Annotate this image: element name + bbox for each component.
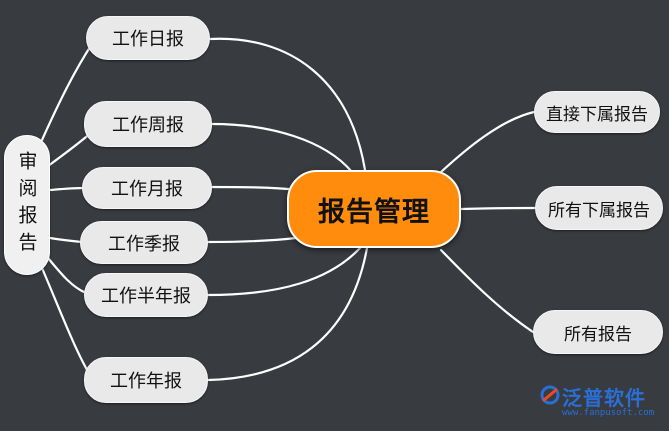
node-all-subordinate-reports[interactable]: 所有下属报告: [535, 186, 663, 230]
node-all-reports[interactable]: 所有报告: [533, 310, 663, 354]
link-review-halfyear: [46, 256, 88, 295]
logo-url: www.fanpusoft.com: [562, 408, 655, 418]
link-center-daily: [208, 37, 367, 172]
link-center-all: [439, 248, 535, 334]
node-report-management[interactable]: 报告管理: [287, 170, 461, 248]
node-label: 工作季报: [108, 233, 180, 255]
node-label: 工作月报: [111, 179, 183, 200]
link-center-annual: [206, 246, 369, 382]
link-center-halfyear: [206, 246, 362, 297]
node-review-reports[interactable]: 审阅报告: [4, 135, 50, 275]
center-label: 报告管理: [318, 196, 430, 228]
link-center-allsub: [459, 206, 537, 211]
link-review-daily: [40, 42, 94, 142]
review-label: 审阅报告: [15, 151, 38, 259]
node-label: 工作日报: [112, 29, 184, 50]
link-center-direct: [439, 110, 536, 174]
node-weekly-report[interactable]: 工作周报: [84, 101, 212, 147]
link-center-monthly: [210, 185, 302, 192]
link-center-quarterly: [206, 236, 298, 244]
node-label: 工作周报: [112, 115, 184, 136]
link-review-monthly: [48, 186, 88, 192]
node-label: 直接下属报告: [546, 104, 648, 125]
node-label: 工作半年报: [101, 286, 191, 307]
node-label: 所有下属报告: [548, 200, 650, 221]
link-review-weekly: [46, 130, 94, 168]
node-annual-report[interactable]: 工作年报: [84, 357, 208, 403]
node-direct-subordinate-reports[interactable]: 直接下属报告: [534, 91, 660, 133]
node-monthly-report[interactable]: 工作月报: [82, 167, 212, 209]
node-quarterly-report[interactable]: 工作季报: [80, 221, 208, 264]
node-halfyear-report[interactable]: 工作半年报: [84, 273, 208, 317]
logo-mark-icon: [540, 385, 560, 405]
node-label: 工作年报: [110, 371, 182, 392]
link-review-quarterly: [48, 236, 84, 244]
link-center-weekly: [210, 122, 354, 174]
link-review-annual: [40, 266, 92, 377]
node-daily-report[interactable]: 工作日报: [86, 16, 210, 60]
brand-logo: 泛普软件 www.fanpusoft.com: [540, 382, 665, 426]
node-label: 所有报告: [564, 324, 632, 345]
logo-name: 泛普软件: [562, 386, 646, 410]
